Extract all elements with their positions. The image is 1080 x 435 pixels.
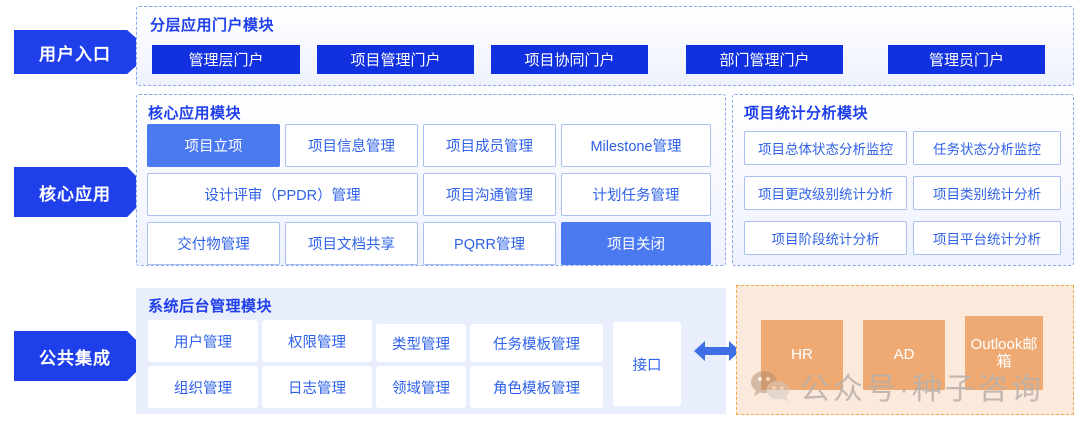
bidirectional-arrow-icon [694,341,740,361]
portal-module-title: 分层应用门户模块 [150,17,275,34]
backend-cell-organization-management[interactable]: 组织管理 [148,366,258,408]
side-label-user-entry: 用户入口 [14,30,152,74]
core-cell-project-initiation[interactable]: 项目立项 [147,124,280,167]
stats-cell-change-level-analysis[interactable]: 项目更改级别统计分析 [744,176,907,210]
stats-cell-phase-analysis[interactable]: 项目阶段统计分析 [744,221,907,255]
core-cell-milestone-management[interactable]: Milestone管理 [561,124,711,167]
integration-tile-ad[interactable]: AD [863,320,945,390]
portal-button-project-management[interactable]: 项目管理门户 [317,45,474,74]
backend-module-title: 系统后台管理模块 [148,298,273,315]
portal-button-project-collaboration[interactable]: 项目协同门户 [491,45,648,74]
core-cell-deliverable-management[interactable]: 交付物管理 [147,222,280,265]
statistics-module-title: 项目统计分析模块 [744,105,869,122]
stats-cell-overall-status-monitoring[interactable]: 项目总体状态分析监控 [744,131,907,165]
portal-button-administrator[interactable]: 管理员门户 [888,45,1045,74]
core-application-module-title: 核心应用模块 [148,105,242,122]
backend-cell-permission-management[interactable]: 权限管理 [262,320,372,362]
side-label-text: 用户入口 [39,44,111,64]
core-cell-project-member-management[interactable]: 项目成员管理 [423,124,556,167]
side-label-text: 核心应用 [39,184,111,204]
backend-cell-interface[interactable]: 接口 [613,322,681,406]
integration-tile-hr[interactable]: HR [761,320,843,390]
backend-cell-log-management[interactable]: 日志管理 [262,366,372,408]
backend-cell-user-management[interactable]: 用户管理 [148,320,258,362]
core-cell-pqrr-management[interactable]: PQRR管理 [423,222,556,265]
stats-cell-category-analysis[interactable]: 项目类别统计分析 [913,176,1061,210]
core-cell-plan-task-management[interactable]: 计划任务管理 [561,173,711,216]
core-cell-project-communication-management[interactable]: 项目沟通管理 [423,173,556,216]
side-label-core-application: 核心应用 [14,167,152,217]
side-label-text: 公共集成 [39,348,111,368]
portal-button-department-management[interactable]: 部门管理门户 [686,45,843,74]
backend-cell-type-management[interactable]: 类型管理 [376,324,466,362]
integration-tile-outlook-mail[interactable]: Outlook邮箱 [965,316,1043,390]
backend-cell-domain-management[interactable]: 领域管理 [376,366,466,408]
core-cell-project-closure[interactable]: 项目关闭 [561,222,711,265]
stats-cell-platform-analysis[interactable]: 项目平台统计分析 [913,221,1061,255]
backend-cell-role-template-management[interactable]: 角色模板管理 [470,366,603,408]
core-cell-design-review-ppdr-management[interactable]: 设计评审（PPDR）管理 [147,173,418,216]
portal-button-management[interactable]: 管理层门户 [152,45,300,74]
stats-cell-task-status-monitoring[interactable]: 任务状态分析监控 [913,131,1061,165]
backend-cell-task-template-management[interactable]: 任务模板管理 [470,324,603,362]
core-cell-project-document-sharing[interactable]: 项目文档共享 [285,222,418,265]
core-cell-project-info-management[interactable]: 项目信息管理 [285,124,418,167]
side-label-public-integration: 公共集成 [14,331,152,381]
